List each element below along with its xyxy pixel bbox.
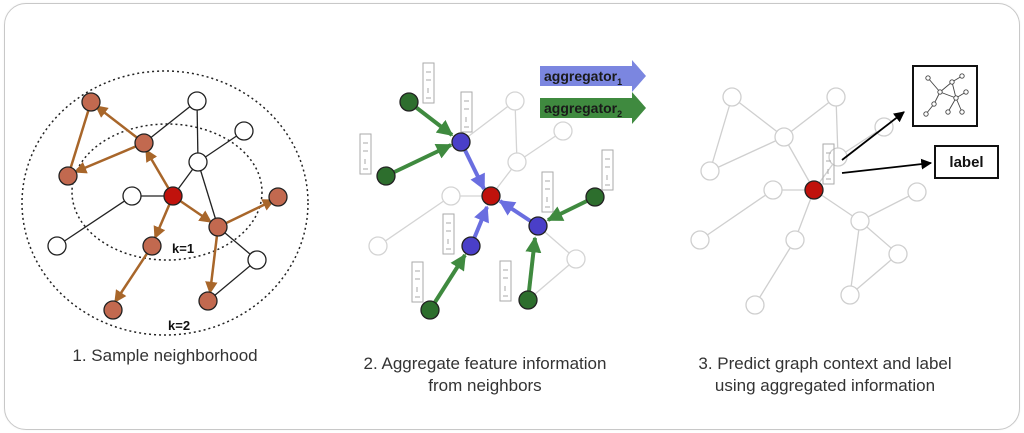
- k1-label: k=1: [172, 241, 194, 256]
- graph-node: [763, 180, 783, 200]
- panel2-caption-line1: 2. Aggregate feature information: [363, 354, 607, 373]
- graph-node: [553, 121, 573, 141]
- panel1-nodes: [47, 91, 288, 320]
- graph-node: [907, 182, 927, 202]
- graph-node: [840, 285, 860, 305]
- graph-node: [58, 166, 78, 186]
- hop1-node: [528, 216, 548, 236]
- feature-vector: [359, 133, 372, 175]
- panel3-caption: 3. Predict graph context and label using…: [660, 353, 990, 397]
- graph-node: [441, 186, 461, 206]
- feature-vector: [822, 143, 835, 185]
- graph-node: [188, 152, 208, 172]
- label-arrow: [841, 158, 933, 174]
- feature-vector: [460, 91, 473, 133]
- graph-node: [81, 92, 101, 112]
- feature-vector: [601, 149, 614, 191]
- graph-context-icon: [912, 65, 978, 127]
- hop2-node: [399, 92, 419, 112]
- panel2-nodes: [368, 91, 605, 320]
- panel2-caption: 2. Aggregate feature information from ne…: [330, 353, 640, 397]
- graph-node: [505, 91, 525, 111]
- graph-node: [745, 295, 765, 315]
- svg-text:aggregator1: aggregator1: [544, 68, 622, 87]
- figure-frame: [4, 3, 1020, 430]
- panel3-edges: [699, 96, 918, 306]
- hop2-node: [420, 300, 440, 320]
- graph-node: [700, 161, 720, 181]
- feature-vector: [442, 213, 455, 255]
- hop2-node: [585, 187, 605, 207]
- aggregator1-legend: aggregator1: [540, 60, 646, 92]
- graph-node: [690, 230, 710, 250]
- graph-node: [722, 87, 742, 107]
- graph-node: [47, 236, 67, 256]
- k2-label: k=2: [168, 318, 190, 333]
- target-node: [163, 186, 183, 206]
- graph-node: [122, 186, 142, 206]
- graph-node: [850, 211, 870, 231]
- feature-vector: [499, 260, 512, 302]
- graph-node: [134, 133, 154, 153]
- feature-vector: [422, 62, 435, 104]
- graph-context-arrow: [841, 111, 905, 161]
- label-box: label: [934, 145, 999, 179]
- graph-node: [774, 127, 794, 147]
- faded-edges: [377, 100, 577, 301]
- graph-node: [208, 217, 228, 237]
- panel-2-aggregate: aggregator1 aggregator2: [359, 60, 646, 320]
- panel-1-sample-neighborhood: k=1 k=2: [21, 70, 309, 336]
- hop2-node: [518, 290, 538, 310]
- graph-node: [187, 91, 207, 111]
- graph-node: [142, 236, 162, 256]
- feature-vectors: [359, 62, 614, 303]
- graph-node: [234, 121, 254, 141]
- hop2-node: [376, 166, 396, 186]
- graph-node: [785, 230, 805, 250]
- svg-text:aggregator2: aggregator2: [544, 100, 622, 119]
- hop1-node: [451, 132, 471, 152]
- graph-node: [247, 250, 267, 270]
- k2-boundary: [21, 70, 309, 336]
- panel3-caption-line2: using aggregated information: [714, 376, 936, 395]
- aggregator2-legend: aggregator2: [540, 92, 646, 124]
- sampled-edges: [68, 101, 276, 304]
- graph-node: [826, 87, 846, 107]
- graph-node: [268, 187, 288, 207]
- target-node: [804, 180, 824, 200]
- panel3-caption-line1: 3. Predict graph context and label: [698, 354, 952, 373]
- hop1-node: [461, 236, 481, 256]
- graph-node: [368, 236, 388, 256]
- label-text: label: [949, 154, 983, 171]
- feature-vector: [541, 171, 554, 213]
- panel1-caption-text: 1. Sample neighborhood: [72, 346, 258, 365]
- target-node: [481, 186, 501, 206]
- panel1-caption: 1. Sample neighborhood: [20, 345, 310, 367]
- panel-3-predict: label: [690, 65, 999, 315]
- graph-node: [566, 249, 586, 269]
- graph-node: [828, 147, 848, 167]
- unsampled-edges: [56, 100, 258, 302]
- graph-node: [507, 152, 527, 172]
- graph-node: [198, 291, 218, 311]
- graph-node: [103, 300, 123, 320]
- aggregator2-edges: [385, 100, 596, 312]
- graph-node: [888, 244, 908, 264]
- feature-vector: [411, 261, 424, 303]
- panel2-caption-line2: from neighbors: [428, 376, 542, 395]
